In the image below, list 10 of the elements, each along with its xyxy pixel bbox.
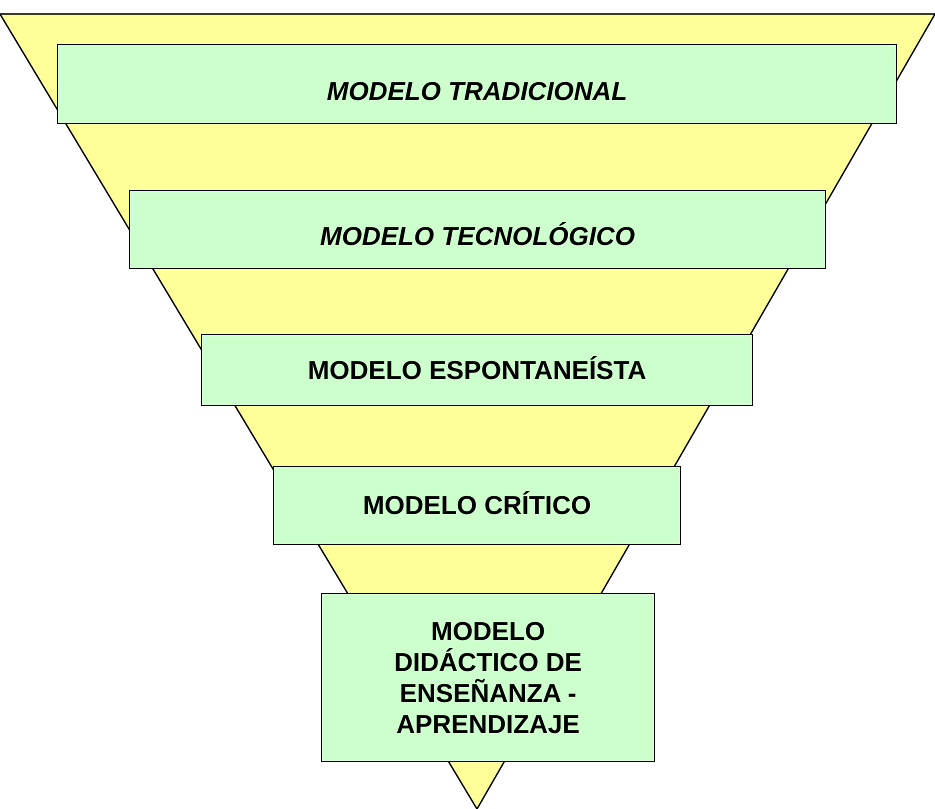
model-box — [201, 334, 753, 406]
model-box — [57, 44, 897, 124]
model-label: MODELO TECNOLÓGICO — [320, 221, 635, 252]
model-box — [273, 466, 681, 545]
model-label: MODELO CRÍTICO — [362, 490, 592, 521]
model-box — [321, 593, 655, 762]
model-box — [129, 190, 826, 269]
model-label: MODELO ESPONTANEÍSTA — [308, 354, 646, 386]
model-label: MODELO TRADICIONAL — [326, 76, 628, 106]
model-label: MODELO DIDÁCTICO DE ENSEÑANZA - APRENDIZAJE — [393, 616, 583, 740]
